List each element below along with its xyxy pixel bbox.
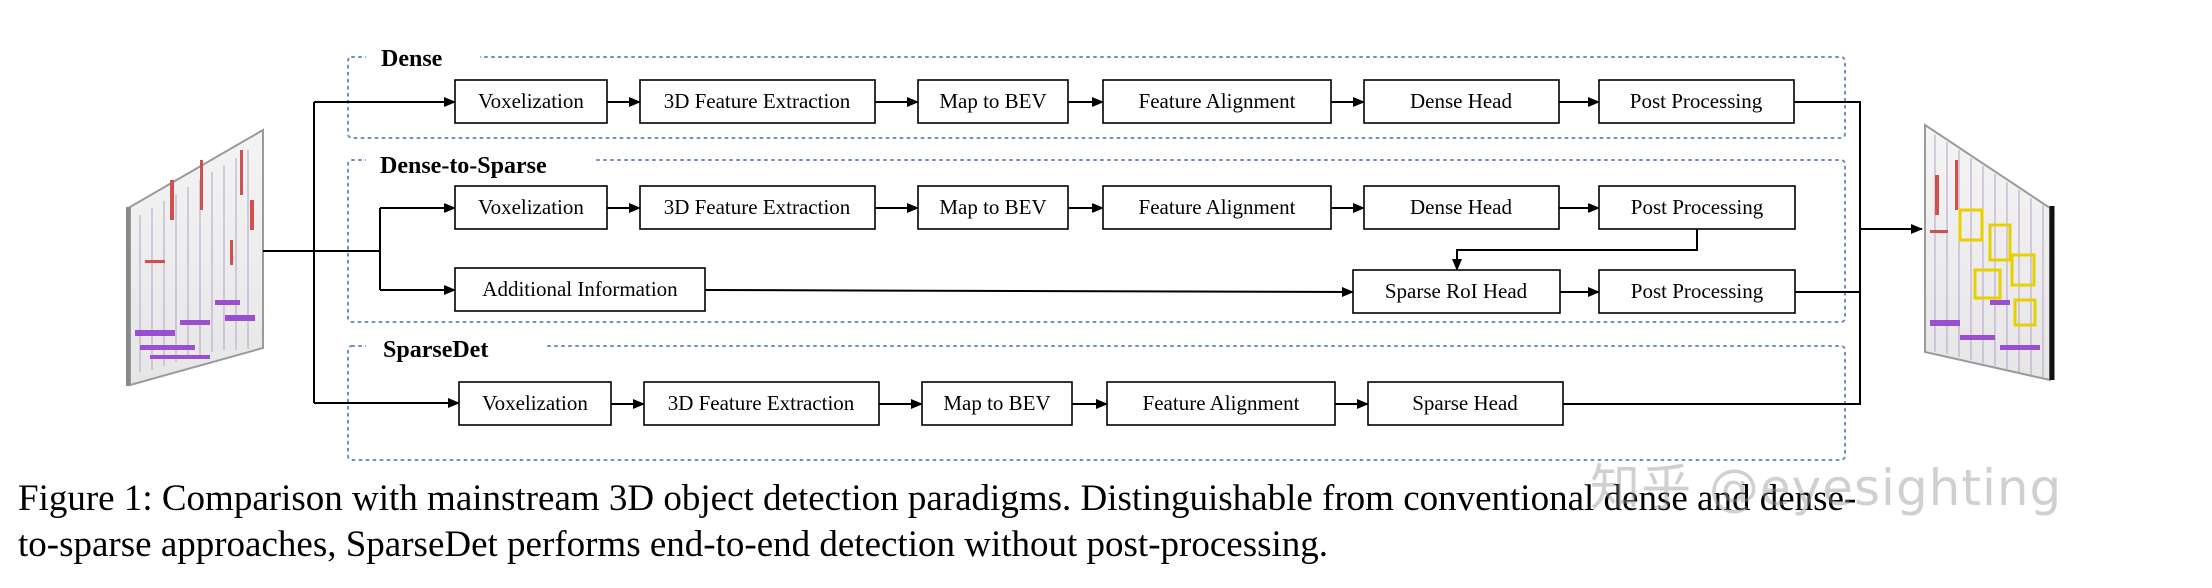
sparsedet-3d-feature-extraction-box: 3D Feature Extraction [643, 381, 880, 426]
watermark: 知乎 @eyesighting [1590, 459, 2063, 517]
d2s-map-to-bev-label: Map to BEV [939, 195, 1046, 219]
d2s-row2-arrows [704, 286, 1600, 297]
sparsedet-map-to-bev-label: Map to BEV [943, 391, 1050, 415]
d2s-post-processing-2-box: Post Processing [1598, 269, 1796, 314]
sparse-head-label: Sparse Head [1412, 391, 1518, 415]
sparse-head-box: Sparse Head [1367, 381, 1564, 426]
sparse-roi-head-label: Sparse RoI Head [1385, 279, 1528, 303]
dense-post-processing-label: Post Processing [1630, 89, 1763, 113]
dense-feature-alignment-label: Feature Alignment [1139, 89, 1296, 113]
additional-information-label: Additional Information [482, 277, 678, 301]
d2s-map-to-bev-box: Map to BEV [917, 185, 1069, 230]
dense-voxelization-box: Voxelization [454, 79, 608, 124]
output-detection-image [1924, 123, 2055, 382]
input-branch-lines [263, 97, 460, 408]
d2s-dense-head-label: Dense Head [1410, 195, 1513, 219]
dense-map-to-bev-label: Map to BEV [939, 89, 1046, 113]
output-merge-lines [1563, 101, 1923, 405]
dense-to-sparse-section-border [347, 159, 1846, 323]
d2s-dense-head-box: Dense Head [1363, 185, 1560, 230]
caption-line-2: to-sparse approaches, SparseDet performs… [18, 524, 1329, 565]
dense-voxelization-label: Voxelization [478, 89, 584, 113]
input-point-cloud-image [126, 128, 264, 387]
sparse-roi-head-box: Sparse RoI Head [1352, 269, 1561, 314]
section-label-sparsedet: SparseDet [383, 337, 488, 363]
sparsedet-voxelization-label: Voxelization [482, 391, 588, 415]
d2s-post-processing-2-label: Post Processing [1631, 279, 1764, 303]
d2s-post-processing-label: Post Processing [1631, 195, 1764, 219]
dense-dense-head-box: Dense Head [1363, 79, 1560, 124]
d2s-feature-alignment-label: Feature Alignment [1139, 195, 1296, 219]
sparsedet-voxelization-box: Voxelization [458, 381, 612, 426]
d2s-post-processing-box: Post Processing [1598, 185, 1796, 230]
dense-dense-head-label: Dense Head [1410, 89, 1513, 113]
sparsedet-map-to-bev-box: Map to BEV [921, 381, 1073, 426]
d2s-feature-alignment-box: Feature Alignment [1102, 185, 1332, 230]
dense-feature-alignment-box: Feature Alignment [1102, 79, 1332, 124]
sparsedet-3d-feature-extraction-label: 3D Feature Extraction [668, 391, 855, 415]
dense-map-to-bev-box: Map to BEV [917, 79, 1069, 124]
dense-post-processing-box: Post Processing [1598, 79, 1795, 124]
d2s-voxelization-box: Voxelization [454, 185, 608, 230]
d2s-3d-feature-extraction-label: 3D Feature Extraction [664, 195, 851, 219]
dense-3d-feature-extraction-label: 3D Feature Extraction [664, 89, 851, 113]
d2s-row1-arrows [607, 203, 1698, 271]
caption-line-1: Figure 1: Comparison with mainstream 3D … [18, 478, 1857, 519]
figure-caption: Figure 1: Comparison with mainstream 3D … [18, 476, 2198, 568]
dense-section-border [347, 56, 1846, 139]
section-label-dense: Dense [381, 46, 443, 72]
additional-information-box: Additional Information [454, 267, 706, 312]
sparsedet-feature-alignment-label: Feature Alignment [1143, 391, 1300, 415]
section-label-dense-to-sparse: Dense-to-Sparse [380, 153, 547, 179]
d2s-voxelization-label: Voxelization [478, 195, 584, 219]
dense-3d-feature-extraction-box: 3D Feature Extraction [639, 79, 876, 124]
sparsedet-feature-alignment-box: Feature Alignment [1106, 381, 1336, 426]
d2s-3d-feature-extraction-box: 3D Feature Extraction [639, 185, 876, 230]
